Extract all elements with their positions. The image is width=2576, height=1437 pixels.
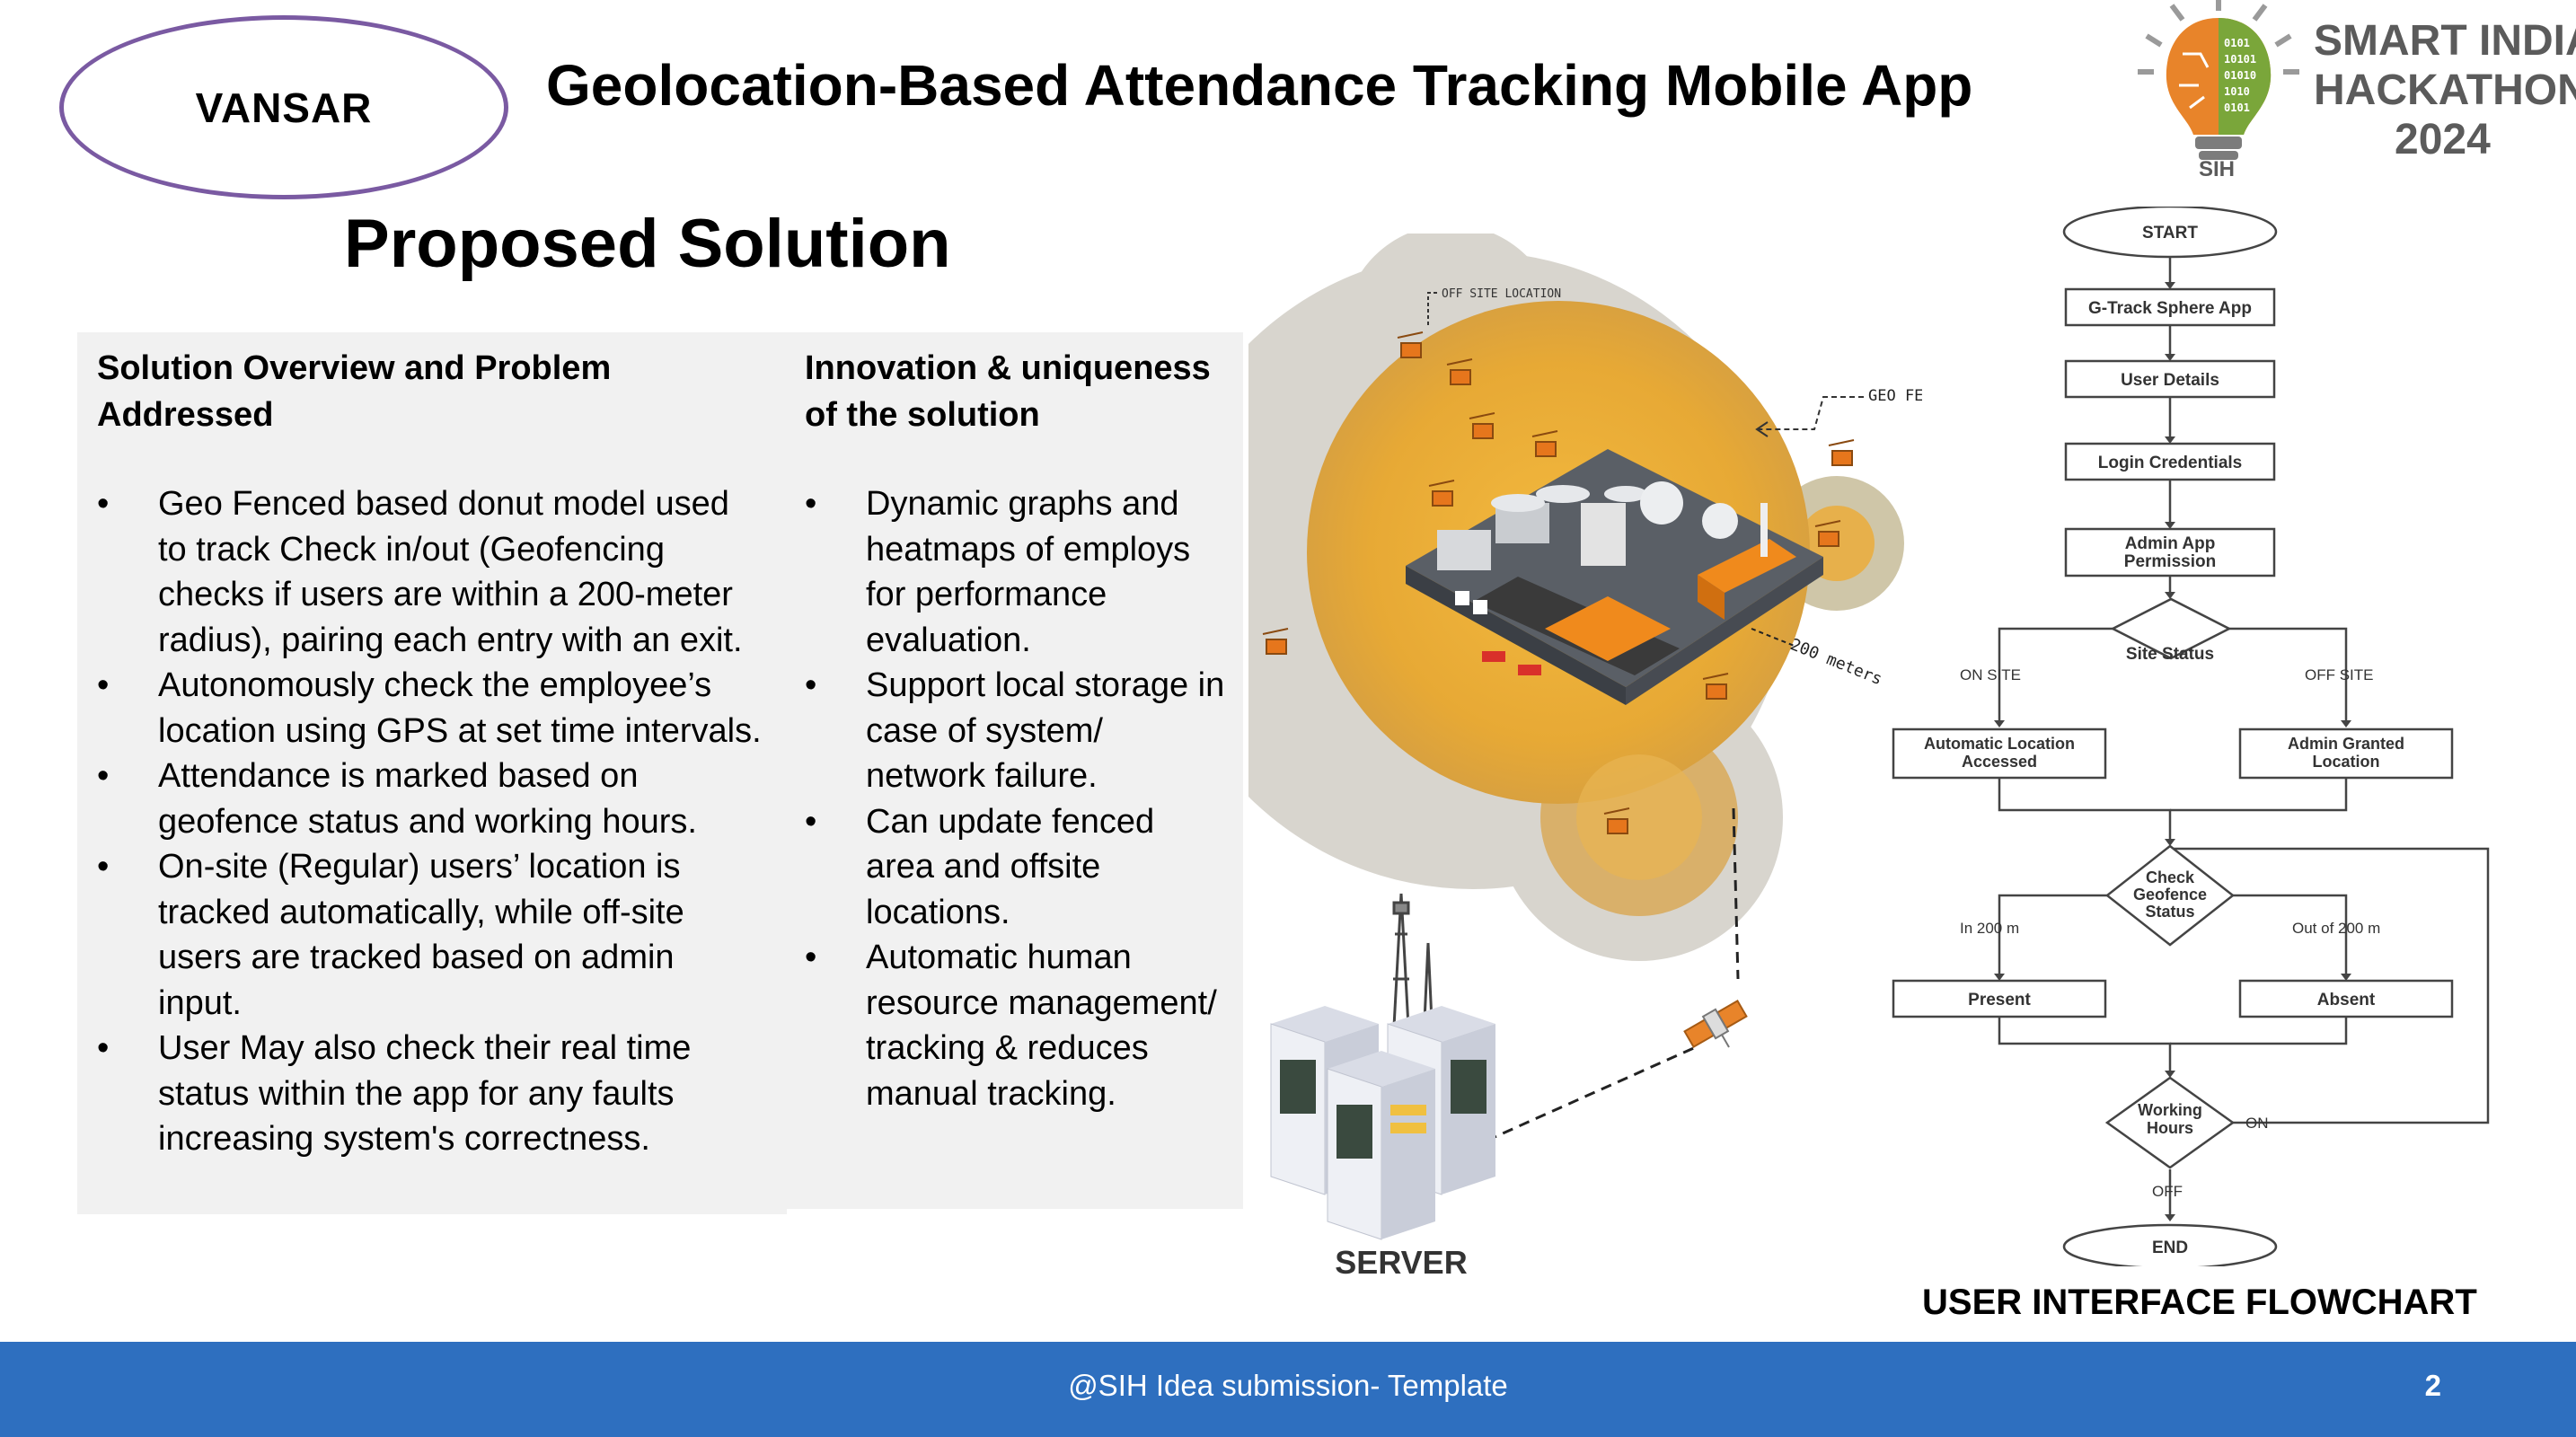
flow-admin-location-label-2: Location [2313,753,2380,771]
off-site-label: OFF SITE LOCATION [1442,287,1561,301]
flow-app-label: G-Track Sphere App [2088,299,2252,318]
list-item: User May also check their real time stat… [97,1026,767,1162]
flow-start [2062,207,2278,259]
list-item: Autonomously check the employee’s locati… [97,663,767,754]
flow-permission-label-1: Admin App [2125,534,2216,553]
satellite-icon [1683,999,1748,1049]
list-item: Dynamic graphs and heatmaps of employs f… [805,481,1225,663]
flow-user-details [2064,359,2276,399]
flow-out-200-label: Out of 200 m [2292,920,2380,937]
flow-login [2064,442,2276,481]
flow-working-hours [2104,1076,2236,1169]
flow-auto-location-label-2: Accessed [1962,753,2037,771]
list-item: Geo Fenced based donut model used to tra… [97,481,767,663]
sih-logo-text: SMART INDIA HACKATHON 2024 [2314,16,2576,164]
solution-overview-panel: Solution Overview and Problem Addressed … [77,332,787,1214]
flow-permission-label-2: Permission [2124,552,2216,571]
flow-admin-location [2238,727,2454,780]
flow-admin-location-label-1: Admin Granted [2288,735,2404,753]
footer-text: @SIH Idea submission- Template [1068,1369,1508,1402]
footer-bar: @SIH Idea submission- Template 2 [0,1342,2576,1437]
page-number: 2 [2424,1369,2441,1402]
logo-line-3: 2024 [2395,116,2491,163]
flowchart-caption: USER INTERFACE FLOWCHART [1922,1283,2477,1322]
flow-on-label: ON [2245,1115,2269,1132]
flow-on-site-label: ON SITE [1960,666,2021,683]
svg-text:10101: 10101 [2224,53,2256,66]
svg-text:1010: 1010 [2224,85,2250,98]
innovation-panel: Innovation & uniqueness of the solution … [787,332,1243,1209]
flow-permission [2064,527,2276,577]
flow-site-status-label: Site Status [2126,645,2214,664]
logo-line-1: SMART INDIA [2314,17,2576,65]
server-label: SERVER [1335,1244,1468,1281]
server-icon [1270,1006,1495,1240]
flow-check-label-3: Status [2145,903,2194,921]
flow-off-site-label: OFF SITE [2305,666,2374,683]
list-item: Can update fenced area and offsite locat… [805,799,1225,936]
list-item: Attendance is marked based on geofence s… [97,754,767,844]
flow-absent [2238,979,2454,1018]
svg-text:01010: 01010 [2224,69,2256,82]
flow-auto-location [1892,727,2107,780]
flow-end [2062,1223,2278,1266]
flow-working-label-1: Working [2138,1101,2202,1119]
flow-auto-location-label-1: Automatic Location [1924,735,2075,753]
flow-user-details-label: User Details [2121,371,2219,390]
sih-badge: SIH [2199,157,2235,180]
flow-in-200-label: In 200 m [1960,920,2019,937]
geo-fenced-label: GEO FENCED AREA [1868,387,1922,405]
flow-off-label: OFF [2152,1183,2183,1200]
flow-start-label: START [2142,224,2198,242]
flow-check-geofence [2104,844,2236,947]
section-title: Proposed Solution [344,206,951,282]
team-name: VANSAR [195,84,373,131]
flow-working-label-2: Hours [2147,1119,2193,1137]
innovation-heading: Innovation & uniqueness of the solution [805,349,1211,434]
flow-app [2064,287,2276,327]
list-item: On-site (Regular) users’ location is tra… [97,844,767,1026]
flow-check-label-2: Geofence [2133,886,2207,904]
pumpjack-icons [1262,331,1855,834]
flow-check-label-1: Check [2146,868,2195,886]
list-item: Automatic human resource management/ tra… [805,935,1225,1116]
geofence-diagram: OFF SITE LOCATION GEO FENCED AREA 200 me… [1248,234,1922,1240]
page-title: Geolocation-Based Attendance Tracking Mo… [546,53,1973,118]
distance-label: 200 meters [1787,635,1884,689]
list-item: Support local storage in case of system/… [805,663,1225,799]
svg-text:0101: 0101 [2224,101,2250,114]
flow-absent-label: Absent [2317,991,2376,1009]
user-interface-flowchart: START G-Track Sphere App User Details Lo… [1892,207,2490,1266]
team-name-oval: VANSAR [59,15,508,199]
solution-overview-list: Geo Fenced based donut model used to tra… [97,481,767,1162]
factory-icon [1406,449,1823,705]
flow-end-label: END [2152,1239,2188,1257]
logo-line-2: HACKATHON [2314,66,2576,114]
svg-text:0101: 0101 [2224,37,2250,49]
flow-present-label: Present [1968,991,2031,1009]
flow-present [1892,979,2107,1018]
innovation-list: Dynamic graphs and heatmaps of employs f… [805,481,1225,1116]
flow-login-label: Login Credentials [2098,454,2242,472]
solution-overview-heading: Solution Overview and Problem Addressed [97,349,612,434]
flow-site-status [2110,597,2232,660]
